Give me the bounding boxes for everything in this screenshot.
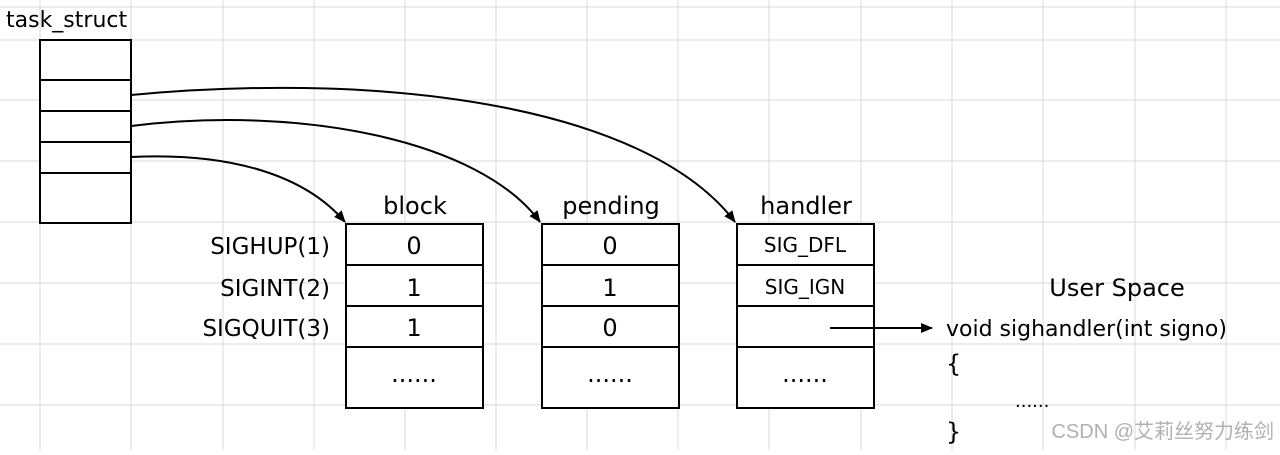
function-body-ellipsis: ...... xyxy=(1015,391,1049,412)
block-cell-ellipsis: ...... xyxy=(391,360,437,388)
arrow-to-handler xyxy=(130,86,736,223)
csdn-watermark: CSDN @艾莉丝努力练剑 xyxy=(1051,420,1274,443)
pending-cell-sigquit: 0 xyxy=(602,314,617,342)
handler-cell-sighup: SIG_DFL xyxy=(764,233,847,257)
pending-table: pending 0 1 0 ...... xyxy=(541,192,680,409)
block-table-frame xyxy=(345,223,484,409)
handler-table-frame xyxy=(736,223,875,409)
pending-cell-sigint: 1 xyxy=(602,274,617,302)
arrow-to-block xyxy=(130,155,346,223)
block-table: block 0 1 1 ...... xyxy=(345,192,484,409)
sighandler-signature: void sighandler(int signo) xyxy=(946,317,1227,342)
task-struct-box xyxy=(39,39,132,224)
signal-label-sigquit: SIGQUIT(3) xyxy=(202,316,330,342)
close-brace: } xyxy=(946,418,961,446)
block-header: block xyxy=(383,192,447,220)
handler-table: handler SIG_DFL SIG_IGN ...... xyxy=(736,192,875,409)
handler-cell-sigint: SIG_IGN xyxy=(765,275,845,299)
pending-header: pending xyxy=(562,192,660,220)
open-brace: { xyxy=(946,350,961,378)
task-struct-label: task_struct xyxy=(6,8,127,33)
arrow-to-pending xyxy=(130,119,541,223)
block-cell-sigquit: 1 xyxy=(406,314,421,342)
block-cell-sighup: 0 xyxy=(406,232,421,260)
signal-label-sighup: SIGHUP(1) xyxy=(210,234,330,260)
pending-cell-sighup: 0 xyxy=(602,232,617,260)
block-cell-sigint: 1 xyxy=(406,274,421,302)
handler-header: handler xyxy=(760,192,852,220)
task-struct: task_struct xyxy=(6,8,132,224)
pending-cell-ellipsis: ...... xyxy=(587,360,633,388)
pending-table-frame xyxy=(541,223,680,409)
signal-label-sigint: SIGINT(2) xyxy=(220,276,330,302)
handler-cell-ellipsis: ...... xyxy=(782,360,828,388)
user-space-title: User Space xyxy=(1049,274,1184,302)
user-space: User Space void sighandler(int signo) { … xyxy=(946,274,1227,446)
signal-labels: SIGHUP(1) SIGINT(2) SIGQUIT(3) xyxy=(202,234,330,342)
